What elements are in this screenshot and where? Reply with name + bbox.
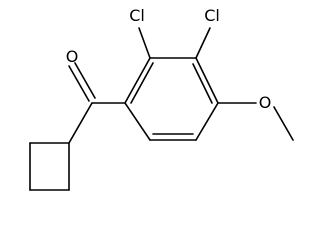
bond-o-methyl — [273, 106, 294, 141]
bond-c2-cl — [138, 27, 151, 59]
bond-c3-cl — [195, 27, 211, 59]
carbonyl-double-bond — [68, 62, 96, 102]
atom-label-carbonyl-oxygen: O — [66, 47, 79, 66]
atom-label-chlorine-2: Cl — [129, 6, 145, 25]
benzene-ring — [124, 57, 219, 141]
atom-label-chlorine-3: Cl — [204, 6, 220, 25]
atom-label-methoxy-oxygen: O — [259, 93, 272, 112]
bond-cyclobutyl-carbonyl — [68, 102, 93, 144]
chemical-structure: O Cl Cl O — [29, 6, 294, 191]
cyclobutane-ring — [29, 142, 70, 191]
